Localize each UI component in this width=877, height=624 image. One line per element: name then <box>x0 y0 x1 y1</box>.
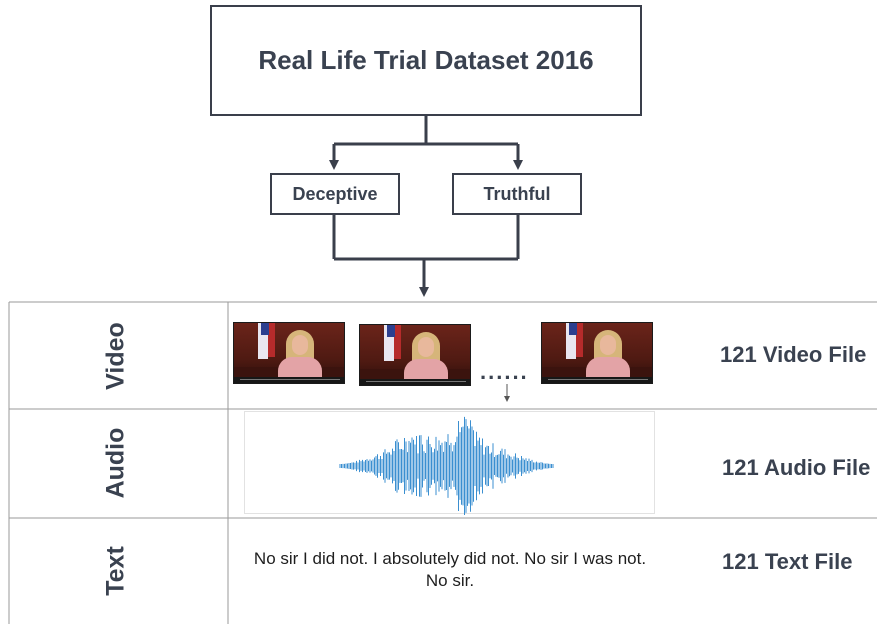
row-label-audio: Audio <box>101 427 130 499</box>
dataset-title-box: Real Life Trial Dataset 2016 <box>210 5 642 116</box>
truthful-class-box: Truthful <box>452 173 582 215</box>
merge-connector <box>332 215 520 297</box>
video-frame-thumbnail <box>233 322 345 384</box>
dataset-title: Real Life Trial Dataset 2016 <box>258 45 594 75</box>
modality-table-grid <box>8 301 877 624</box>
video-frames-ellipsis: ...... <box>480 359 529 384</box>
video-file-count: 121 Video File <box>720 342 867 367</box>
row-label-video: Video <box>101 322 130 390</box>
truthful-label: Truthful <box>483 183 551 204</box>
row-label-text: Text <box>101 546 130 596</box>
deceptive-label: Deceptive <box>292 183 378 204</box>
text-sample-transcript: No sir I did not. I absolutely did not. … <box>253 549 647 590</box>
audio-file-count: 121 Audio File <box>722 455 871 480</box>
audio-waveform <box>339 416 554 516</box>
video-frame-thumbnail <box>541 322 653 384</box>
text-file-count: 121 Text File <box>722 549 853 574</box>
video-frame-thumbnail <box>359 324 471 386</box>
deceptive-class-box: Deceptive <box>270 173 400 215</box>
audio-waveform-panel <box>244 411 655 516</box>
split-connector <box>329 116 523 170</box>
